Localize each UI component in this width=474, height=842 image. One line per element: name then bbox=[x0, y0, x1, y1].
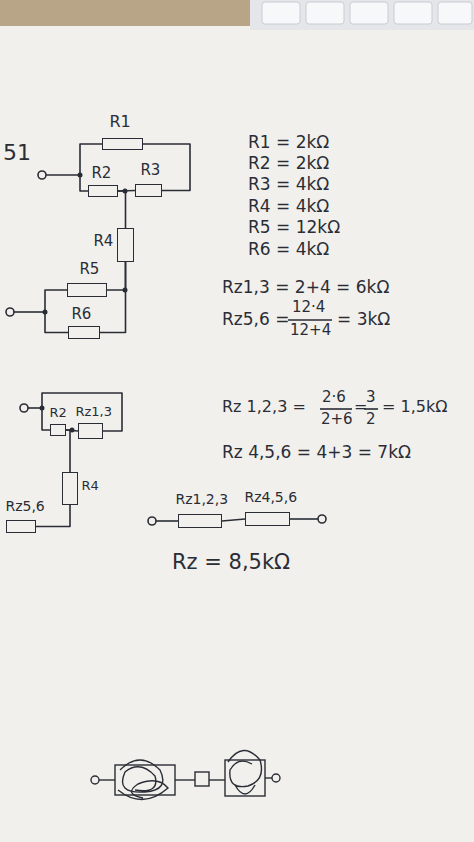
resistor-label: Rz5,6 bbox=[5, 498, 44, 514]
scribbled-sketch bbox=[91, 750, 280, 799]
resistor-symbol: R1 bbox=[102, 138, 143, 150]
keys bbox=[262, 2, 472, 24]
resistor-label: Rz1,3 bbox=[75, 405, 112, 420]
handwritten-note: R1 = 2kΩ bbox=[248, 133, 329, 153]
wires bbox=[6, 171, 378, 525]
resistor-symbol: R4 bbox=[62, 472, 78, 505]
wire bbox=[222, 519, 245, 521]
resistor-label: R2 bbox=[49, 406, 66, 421]
resistor-symbol: R6 bbox=[68, 326, 100, 339]
handwritten-note: R3 = 4kΩ bbox=[248, 175, 329, 195]
resistor-symbol: Rz4,5,6 bbox=[245, 512, 290, 526]
handwritten-note: Rz1,3 = 2+4 = 6kΩ bbox=[222, 278, 389, 298]
handwritten-note: R4 = 4kΩ bbox=[248, 197, 329, 217]
resistor-label: R6 bbox=[71, 306, 91, 323]
handwritten-note: Rz = 8,5kΩ bbox=[172, 550, 290, 574]
handwritten-note: 3 bbox=[366, 389, 376, 406]
resistor-symbol: Rz5,6 bbox=[6, 520, 36, 533]
resistor-symbol: R3 bbox=[135, 184, 162, 197]
keyboard bbox=[250, 0, 474, 30]
wire bbox=[118, 191, 126, 228]
terminal bbox=[6, 308, 14, 316]
handwritten-note: 2·6 bbox=[322, 389, 346, 406]
resistor-symbol: R2 bbox=[88, 185, 118, 197]
handwritten-note: Rz 1,2,3 = bbox=[222, 398, 306, 416]
handwritten-note: 12+4 bbox=[290, 322, 331, 339]
wire bbox=[45, 290, 68, 333]
handwritten-note: = bbox=[354, 398, 367, 416]
resistor-symbol: R4 bbox=[117, 228, 134, 262]
resistor-label: R1 bbox=[109, 113, 130, 131]
handwritten-note: 2 bbox=[366, 411, 376, 428]
resistor-label: Rz4,5,6 bbox=[244, 489, 297, 505]
handwritten-note: = 1,5kΩ bbox=[382, 398, 447, 416]
fraction-bar bbox=[288, 319, 332, 321]
handwritten-note: R2 = 2kΩ bbox=[248, 154, 329, 174]
resistor-symbol: Rz1,2,3 bbox=[178, 514, 222, 528]
resistor-label: R4 bbox=[81, 479, 98, 494]
resistor-label: R4 bbox=[93, 233, 113, 250]
handwritten-note: Rz5,6 = bbox=[222, 310, 289, 330]
resistor-label: R2 bbox=[91, 165, 111, 182]
desk bbox=[0, 0, 474, 26]
terminal bbox=[20, 404, 28, 412]
handwritten-note: R6 = 4kΩ bbox=[248, 240, 329, 260]
terminal bbox=[318, 515, 326, 523]
resistor-label: R3 bbox=[140, 162, 160, 179]
handwritten-note: 12·4 bbox=[292, 299, 325, 316]
junctions bbox=[40, 173, 128, 433]
handwritten-note: R5 = 12kΩ bbox=[248, 218, 340, 238]
wire bbox=[42, 393, 122, 431]
resistor-symbol: R2 bbox=[50, 424, 66, 436]
wire bbox=[100, 262, 126, 333]
resistor-label: Rz1,2,3 bbox=[175, 491, 228, 507]
resistor-symbol: R5 bbox=[67, 283, 107, 297]
handwritten-note: 51 bbox=[3, 140, 31, 165]
wire bbox=[66, 430, 70, 472]
terminal bbox=[38, 171, 46, 179]
handwritten-note: 2+6 bbox=[321, 411, 353, 428]
wire bbox=[107, 262, 126, 290]
terminal bbox=[148, 517, 156, 525]
handwritten-note: = 3kΩ bbox=[337, 310, 390, 330]
handwritten-note: Rz 4,5,6 = 4+3 = 7kΩ bbox=[222, 443, 411, 463]
fraction-bar bbox=[320, 408, 352, 410]
resistor-symbol: Rz1,3 bbox=[78, 423, 103, 439]
resistor-label: R5 bbox=[79, 261, 99, 278]
